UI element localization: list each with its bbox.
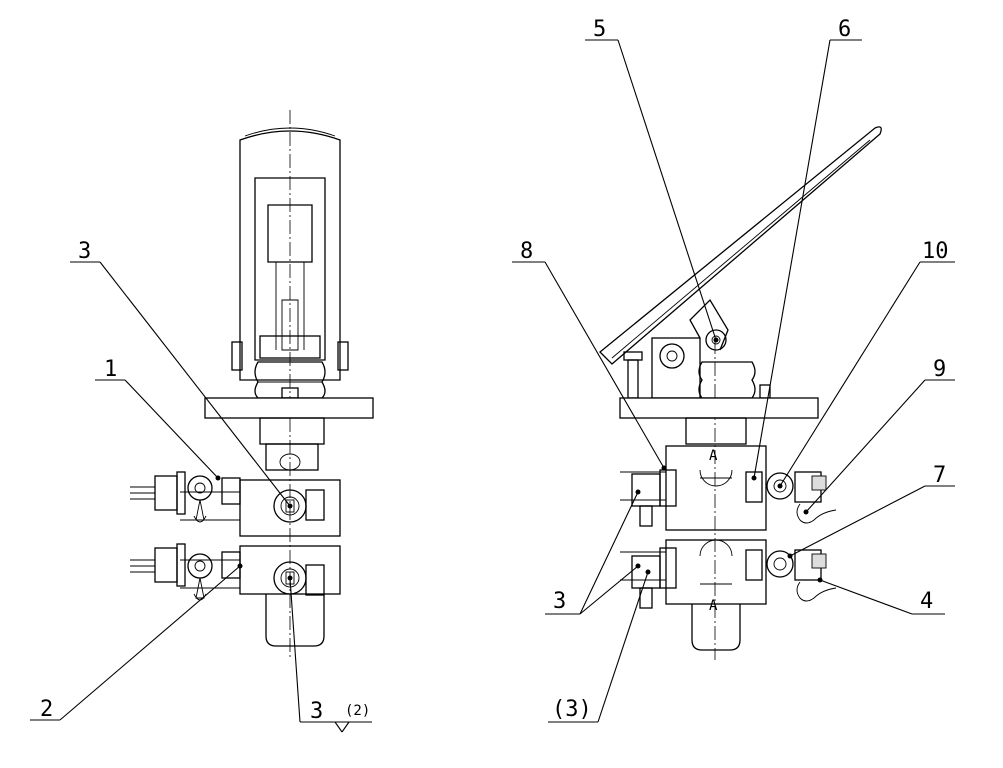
left-mounting-plate	[204, 397, 374, 419]
callout-8: 8	[512, 239, 667, 471]
callout-label-1: 1	[104, 357, 117, 382]
callout-label-4: 4	[920, 589, 933, 614]
left-valve-neck	[259, 417, 325, 471]
right-bellows	[698, 361, 756, 399]
stop-screws	[623, 351, 771, 399]
callout-label-3-right: 3	[553, 589, 566, 614]
callout-9: 9	[803, 357, 955, 515]
callout-label-6: 6	[838, 17, 851, 42]
callout-label-9: 9	[933, 357, 946, 382]
callout-1: 1	[95, 357, 221, 481]
callout-5: 5	[585, 17, 719, 343]
left-lower-side-fitting	[130, 543, 241, 601]
callout-label-7: 7	[933, 463, 946, 488]
callout-10: 10	[777, 239, 955, 489]
callout-label-8: 8	[520, 239, 533, 264]
pedal-treadle	[599, 126, 882, 365]
right-mounting-plate	[619, 397, 819, 419]
callout-6: 6	[751, 17, 862, 481]
callout-4: 4	[817, 577, 945, 615]
callout-7: 7	[787, 463, 955, 559]
callout-label-10: 10	[922, 239, 949, 264]
callout-3-right: 3	[545, 489, 641, 615]
right-valve-body	[665, 417, 767, 651]
callout-3-2-bottom: 3 (2)	[287, 575, 372, 733]
left-view: 3 1 2 3 (2)	[30, 110, 374, 733]
left-upper-side-fitting	[130, 471, 241, 523]
callout-3-paren-right: (3)	[548, 569, 651, 723]
section-mark-upper: A	[709, 448, 718, 464]
section-mark-lower: A	[709, 598, 718, 614]
right-view: A A	[512, 17, 955, 723]
left-upper-valve-block	[180, 479, 341, 537]
callout-label-2: 2	[40, 697, 53, 722]
left-cover-housing	[231, 127, 349, 381]
right-lower-port-row	[620, 547, 837, 609]
callout-label-3-top: 3	[78, 239, 91, 264]
callout-label-3-bottom: 3	[310, 699, 323, 724]
callout-label-5: 5	[593, 17, 606, 42]
callout-label-2-paren: (2)	[345, 703, 370, 719]
callout-label-3-paren: (3)	[552, 697, 592, 722]
callout-2: 2	[30, 563, 243, 722]
callout-3-top: 3	[70, 239, 293, 509]
right-upper-port-row	[620, 469, 837, 527]
